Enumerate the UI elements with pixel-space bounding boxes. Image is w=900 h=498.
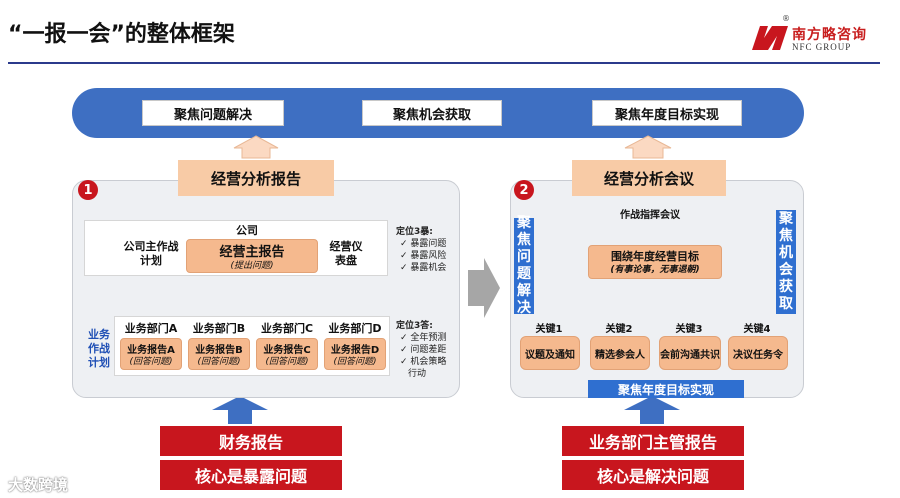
operating-meeting-header: 经营分析会议 [572, 160, 726, 196]
report-c-box: 业务报告C (回答问题) [256, 338, 318, 370]
dashboard-label: 经营仪表盘 [329, 240, 363, 267]
main-report-box: 经营主报告 (提出问题) [186, 239, 318, 273]
key-4-label: 关键4 [743, 324, 771, 335]
banner-item-problem: 聚焦问题解决 [142, 100, 284, 126]
positioning-answer-title: 定位3答: [396, 321, 433, 331]
annual-goal-title: 围绕年度经营目标 [611, 250, 699, 263]
solve-problem-label: 核心是解决问题 [562, 460, 744, 490]
dept-b-label: 业务部门B [192, 322, 246, 335]
dept-manager-report-label: 业务部门主管报告 [562, 426, 744, 456]
report-b-subtitle: (回答问题) [197, 356, 241, 367]
command-meeting-label: 作战指挥会议 [620, 210, 680, 221]
report-b-box: 业务报告B (回答问题) [188, 338, 250, 370]
dept-d-label: 业务部门D [328, 322, 382, 335]
positioning-answer-item: 行动 [408, 369, 427, 379]
main-report-title: 经营主报告 [219, 244, 285, 260]
positioning-exposure-item: ✓ 暴露问题 [400, 239, 447, 249]
positioning-exposure-item: ✓ 暴露机会 [400, 263, 447, 273]
positioning-exposure-item: ✓ 暴露风险 [400, 251, 447, 261]
positioning-answer-item: ✓ 问题差距 [400, 345, 447, 355]
positioning-answer-item: ✓ 机会策略 [400, 357, 447, 367]
logo-chinese: 南方略咨询 [792, 27, 867, 43]
report-c-subtitle: (回答问题) [265, 356, 309, 367]
key-3-label: 关键3 [675, 324, 703, 335]
report-a-subtitle: (回答问题) [129, 356, 173, 367]
positioning-answer-item: ✓ 全年预测 [400, 333, 447, 343]
company-label: 公司 [236, 224, 258, 237]
report-d-title: 业务报告D [330, 344, 380, 356]
main-report-subtitle: (提出问题) [230, 260, 274, 271]
business-plan-label: 业务作战计划 [88, 328, 110, 369]
banner-item-goal: 聚焦年度目标实现 [592, 100, 742, 126]
focus-opportunity-vertical: 聚焦机会获取 [776, 210, 796, 314]
banner-item-opportunity: 聚焦机会获取 [362, 100, 502, 126]
registered-mark: ® [782, 14, 790, 23]
report-b-title: 业务报告B [195, 344, 243, 356]
expose-problem-label: 核心是暴露问题 [160, 460, 342, 490]
key-1-label: 关键1 [535, 324, 563, 335]
focus-problem-vertical: 聚焦问题解决 [514, 215, 534, 316]
report-d-subtitle: (回答问题) [333, 356, 377, 367]
logo-english: NFC GROUP [792, 42, 852, 52]
key-4-box: 决议任务令 [728, 336, 788, 370]
operating-report-header: 经营分析报告 [178, 160, 334, 196]
key-3-box: 会前沟通共识 [659, 336, 721, 370]
page-title: “一报一会”的整体框架 [8, 22, 235, 47]
step-2-badge: 2 [514, 180, 534, 200]
report-a-title: 业务报告A [127, 344, 175, 356]
report-d-box: 业务报告D (回答问题) [324, 338, 386, 370]
nfc-logo-icon [752, 26, 788, 50]
key-2-box: 精选参会人 [590, 336, 650, 370]
report-a-box: 业务报告A (回答问题) [120, 338, 182, 370]
dept-c-label: 业务部门C [260, 322, 314, 335]
key-1-box: 议题及通知 [520, 336, 580, 370]
annual-goal-box: 围绕年度经营目标 (有事论事，无事退朝) [588, 245, 722, 279]
watermark-text: 大数跨境 [8, 476, 69, 494]
positioning-answer: 定位3答: ✓ 全年预测 ✓ 问题差距 ✓ 机会策略 行动 [396, 320, 446, 380]
annual-goal-subtitle: (有事论事，无事退朝) [610, 265, 700, 275]
header-rule [8, 62, 880, 64]
focus-goal-bar: 聚焦年度目标实现 [588, 380, 744, 398]
dept-a-label: 业务部门A [124, 322, 178, 335]
company-strategy-label: 公司主作战计划 [123, 240, 179, 267]
financial-report-label: 财务报告 [160, 426, 342, 456]
report-c-title: 业务报告C [263, 344, 311, 356]
key-2-label: 关键2 [605, 324, 633, 335]
positioning-exposure-title: 定位3暴: [396, 227, 433, 237]
step-1-badge: 1 [78, 180, 98, 200]
positioning-exposure: 定位3暴: ✓ 暴露问题 ✓ 暴露风险 ✓ 暴露机会 [396, 226, 446, 274]
